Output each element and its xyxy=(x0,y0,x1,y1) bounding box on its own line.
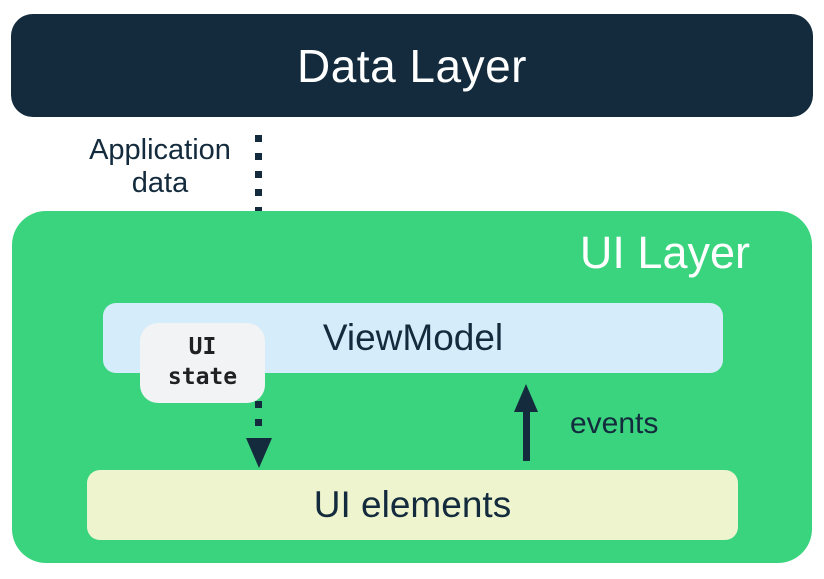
application-data-label: Application data xyxy=(89,134,231,200)
application-data-dotted-line xyxy=(255,135,262,271)
ui-state-label: UI state xyxy=(167,334,238,390)
arrow-down-icon xyxy=(246,438,272,468)
events-label: events xyxy=(570,407,659,440)
ui-elements-box: UI elements xyxy=(87,470,738,540)
arrow-up-icon xyxy=(514,384,538,412)
ui-state-badge: UI state xyxy=(140,323,265,403)
ui-state-dotted-line xyxy=(255,401,262,434)
data-layer-box: Data Layer xyxy=(11,14,813,117)
data-layer-label: Data Layer xyxy=(296,39,527,92)
ui-layer-label: UI Layer xyxy=(579,227,750,278)
events-arrow-shaft xyxy=(523,410,530,461)
viewmodel-label: ViewModel xyxy=(322,317,504,358)
ui-elements-label: UI elements xyxy=(313,484,512,525)
